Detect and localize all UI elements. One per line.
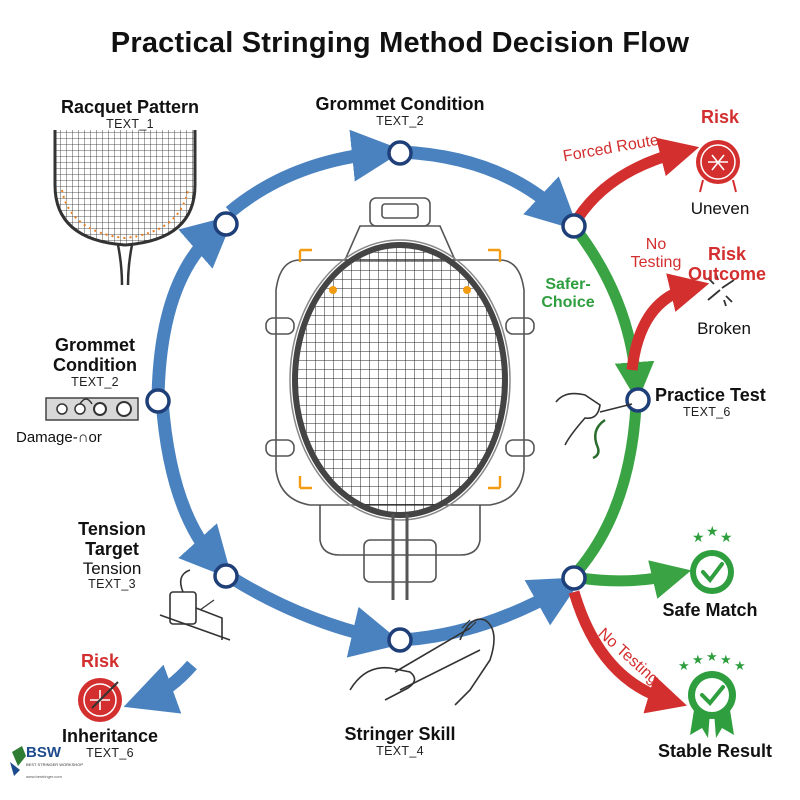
node-stringer-skill-text: Stringer Skill TEXT_4 [310, 724, 490, 759]
node-stringer-skill [387, 627, 413, 653]
grommet-top-sub: TEXT_2 [376, 113, 424, 128]
tension-label-3: Tension [82, 558, 142, 578]
safe-match-badge: ★ ★ ★ [690, 523, 734, 594]
inheritance-sub: TEXT_6 [86, 745, 134, 760]
practice-test-sub: TEXT_6 [683, 404, 731, 419]
grommet-left-label-1: Grommet [54, 335, 135, 355]
svg-text:★: ★ [706, 523, 719, 539]
risk-outcome-line-2: Outcome [687, 263, 766, 284]
tension-sub: TEXT_3 [88, 577, 136, 592]
risk-uneven-badge [696, 140, 740, 193]
svg-text:★: ★ [734, 658, 746, 673]
node-grommet-top [387, 140, 413, 166]
inheritance-risk-badge-label: Risk [80, 651, 120, 671]
uneven-risk-badge-label: Risk [700, 107, 740, 127]
risk-inheritance-badge [78, 678, 122, 722]
racquet-pattern-illustration [53, 130, 197, 286]
grommet-left-label-2: Condition [53, 354, 137, 375]
tension-label-2: Target [85, 538, 139, 559]
broken-string-icon [707, 273, 735, 307]
blue-flow-arrows [123, 129, 583, 714]
node-racquet-pattern [213, 211, 239, 237]
practice-test-label: Practice Test [655, 385, 766, 405]
stable-result-badge: ★ ★ ★ ★ ★ [678, 649, 746, 738]
svg-text:★: ★ [720, 652, 732, 667]
flow-nodes [145, 140, 651, 653]
svg-text:★: ★ [720, 529, 733, 545]
no-testing-top-line-1: No [645, 236, 667, 253]
racquet-head [289, 239, 511, 600]
node-split-top [561, 213, 587, 239]
no-testing-top-label: No Testing [616, 236, 696, 271]
stable-result-label: Stable Result [657, 741, 773, 761]
svg-text:★: ★ [692, 652, 704, 667]
safer-choice-line-1: Safer- [545, 276, 591, 293]
svg-text:★: ★ [706, 649, 718, 664]
safer-choice-label: Safer- Choice [528, 276, 608, 311]
logo-tagline: BEST STRINGER WORKSHOP [26, 762, 84, 767]
safe-match-label: Safe Match [662, 600, 758, 620]
racquet-pattern-sub: TEXT_1 [106, 116, 154, 131]
stringer-hands-illustration [349, 618, 495, 706]
no-testing-top-line-2: Testing [630, 253, 682, 271]
risk-outcome-line-1: Risk [707, 244, 747, 264]
tension-label-1: Tension [78, 519, 146, 539]
broken-label: Broken [697, 319, 751, 338]
grommet-damage-note: Damage-∩or [16, 429, 102, 446]
node-tension [213, 563, 239, 589]
node-practice-test [625, 387, 651, 413]
logo-name: BSW [26, 744, 61, 761]
logo-mark [10, 746, 26, 776]
node-grommet-left-text: Grommet Condition TEXT_2 [30, 335, 160, 389]
page-title: Practical Stringing Method Decision Flow [110, 27, 690, 59]
grommet-left-sub: TEXT_2 [71, 374, 119, 389]
uneven-label: Uneven [690, 199, 750, 218]
stringer-skill-label: Stringer Skill [344, 724, 456, 744]
practice-test-hands-illustration [555, 392, 633, 460]
tension-clamp-illustration [159, 569, 231, 641]
node-racquet-pattern-text: Racquet Pattern TEXT_1 [40, 97, 220, 132]
safer-choice-line-2: Choice [541, 293, 595, 311]
grommet-top-label: Grommet Condition [315, 94, 485, 114]
logo-url: www.bestringer.com [26, 774, 62, 779]
stringing-machine [265, 197, 535, 583]
node-tension-text: Tension Target Tension TEXT_3 [52, 519, 172, 592]
node-practice-test-text: Practice Test TEXT_6 [655, 385, 775, 420]
node-grommet-left [145, 388, 171, 414]
racquet-pattern-label: Racquet Pattern [60, 97, 200, 117]
inheritance-label: Inheritance [61, 726, 159, 746]
svg-text:★: ★ [692, 529, 705, 545]
risk-outcome-label: Risk Outcome [682, 244, 772, 285]
node-split-bottom [561, 565, 587, 591]
node-inheritance-text: Inheritance TEXT_6 [30, 726, 190, 761]
stringer-skill-sub: TEXT_4 [376, 743, 424, 758]
bsw-logo: BSW BEST STRINGER WORKSHOP www.bestringe… [8, 742, 83, 782]
svg-text:★: ★ [678, 658, 690, 673]
red-flow-arrows [568, 137, 710, 714]
node-grommet-top-text: Grommet Condition TEXT_2 [290, 94, 510, 129]
grommet-strip-illustration [45, 397, 139, 421]
